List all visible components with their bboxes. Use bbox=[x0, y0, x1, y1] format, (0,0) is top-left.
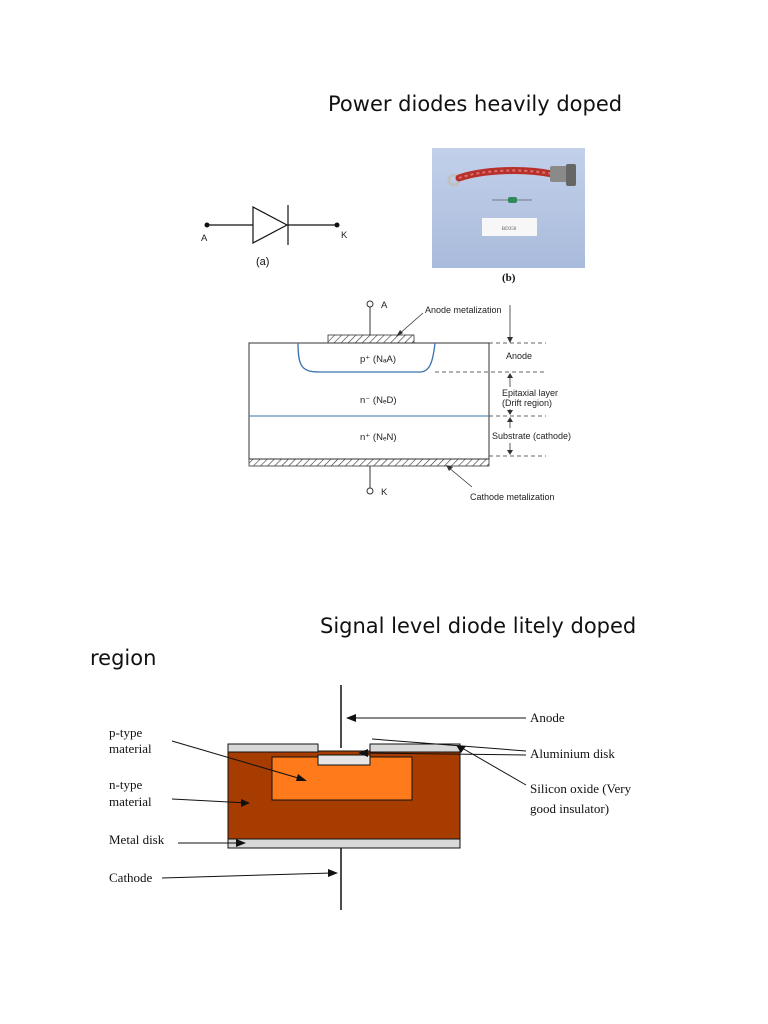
power-diode-structure: A K p⁺ (NₐA) n⁻ (NₑD) n⁺ (NₑN) Anode met… bbox=[248, 300, 571, 502]
metal-disk-label: Metal disk bbox=[109, 832, 165, 847]
cathode-metal bbox=[248, 458, 490, 467]
silicon-oxide-label-line2: good insulator) bbox=[530, 801, 609, 816]
cathode-label: Cathode bbox=[109, 870, 153, 885]
substrate-label: Substrate (cathode) bbox=[492, 431, 571, 441]
anode-metal bbox=[327, 334, 415, 344]
power-diode-body bbox=[248, 342, 490, 460]
silicon-oxide-left bbox=[227, 743, 319, 753]
p-type-label-line2: material bbox=[109, 741, 152, 756]
photo-card-text: BD350 bbox=[502, 227, 517, 232]
signal-diode-heading-line1: Signal level diode litely doped bbox=[320, 614, 637, 638]
n-minus-region-label: n⁻ (NₑD) bbox=[360, 395, 397, 406]
metal-disk bbox=[227, 838, 461, 849]
n-type-label-line2: material bbox=[109, 794, 152, 809]
epitaxial-layer-label: Epitaxial layer bbox=[502, 388, 558, 398]
anode-metalization-label: Anode metalization bbox=[425, 305, 502, 315]
photo-caption: (b) bbox=[502, 272, 516, 284]
symbol-cathode-label: K bbox=[341, 230, 348, 241]
n-plus-region-label: n⁺ (NₑN) bbox=[360, 432, 397, 443]
aluminium-disk-label: Aluminium disk bbox=[530, 746, 615, 761]
drift-region-label: (Drift region) bbox=[502, 398, 552, 408]
cathode-terminal-label: K bbox=[381, 487, 388, 498]
symbol-caption: (a) bbox=[256, 256, 270, 268]
symbol-anode-label: A bbox=[201, 233, 208, 244]
anode-label: Anode bbox=[530, 710, 565, 725]
signal-diode-heading-line2: region bbox=[90, 646, 157, 670]
anode-layer-label: Anode bbox=[506, 351, 532, 361]
diode-symbol-figure: A K bbox=[201, 205, 348, 245]
diode-triangle bbox=[252, 206, 289, 244]
power-diode-photo: BD350 bbox=[432, 148, 585, 268]
signal-diode-structure: p-type material n-type material Metal di… bbox=[109, 685, 632, 910]
p-type-label-line1: p-type bbox=[109, 725, 142, 740]
n-type-label-line1: n-type bbox=[109, 777, 142, 792]
silicon-oxide-label-line1: Silicon oxide (Very bbox=[530, 781, 632, 796]
p-region-label: p⁺ (NₐA) bbox=[360, 354, 396, 365]
power-diodes-heading: Power diodes heavily doped bbox=[328, 92, 623, 116]
cathode-metalization-label: Cathode metalization bbox=[470, 492, 555, 502]
anode-terminal-label: A bbox=[381, 300, 388, 311]
